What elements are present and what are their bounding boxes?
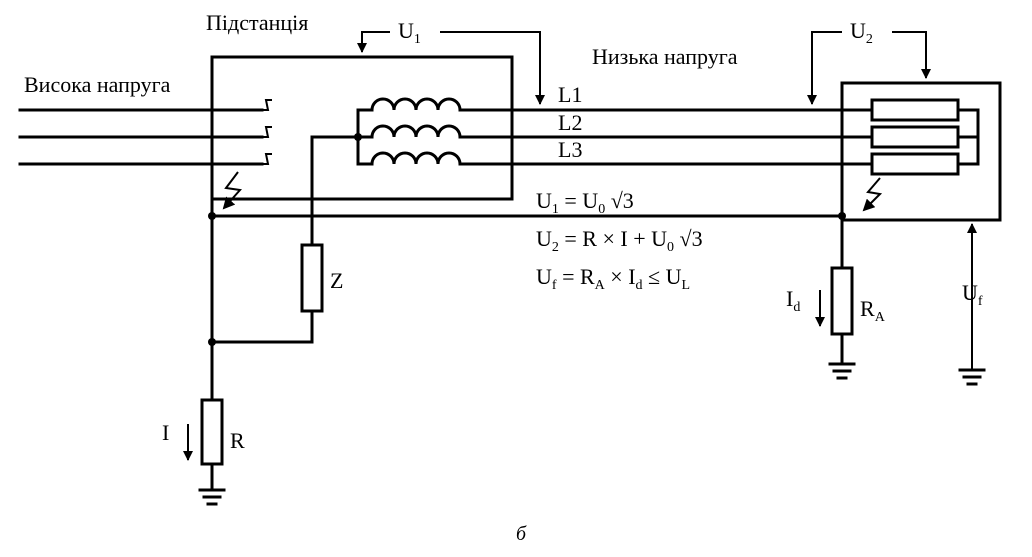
- l1-label: L1: [558, 82, 582, 107]
- equation-2: U2 = R × I + U0 √3: [536, 226, 703, 255]
- figure-caption: б: [516, 523, 527, 545]
- high-voltage-label: Висока напруга: [24, 72, 171, 97]
- consumer-box: [840, 81, 1002, 222]
- transformer-coils: [354, 97, 462, 166]
- l2-label: L2: [558, 110, 582, 135]
- id-label: Id: [786, 286, 800, 315]
- u2-arrows: [807, 31, 931, 105]
- l3-label: L3: [558, 137, 582, 162]
- z-label: Z: [330, 268, 343, 293]
- equation-1: U1 = U0 √3: [536, 188, 634, 217]
- equation-3: Uf = RA × Id ≤ UL: [536, 264, 690, 293]
- i-label: I: [162, 420, 169, 445]
- low-voltage-label: Низька напруга: [592, 44, 738, 69]
- substation-label: Підстанція: [206, 10, 308, 35]
- uf-label: Uf: [962, 280, 983, 309]
- z-branch: [210, 135, 360, 344]
- neutral-conductor: [208, 212, 846, 220]
- consumer-ground: [828, 214, 856, 380]
- u2-label: U2: [850, 18, 873, 47]
- substation-ground: [198, 197, 226, 506]
- r-label: R: [230, 428, 245, 453]
- fault-symbol-consumer: [862, 177, 883, 212]
- uf-probe: [958, 223, 986, 386]
- u1-label: U1: [398, 18, 421, 47]
- low-voltage-lines: [458, 108, 874, 166]
- high-voltage-lines: [18, 99, 272, 166]
- substation-box: [210, 55, 514, 201]
- ra-label: RA: [860, 296, 886, 325]
- fault-symbol-substation: [222, 171, 242, 210]
- u1-arrows: [357, 31, 545, 105]
- load-elements: [870, 98, 980, 176]
